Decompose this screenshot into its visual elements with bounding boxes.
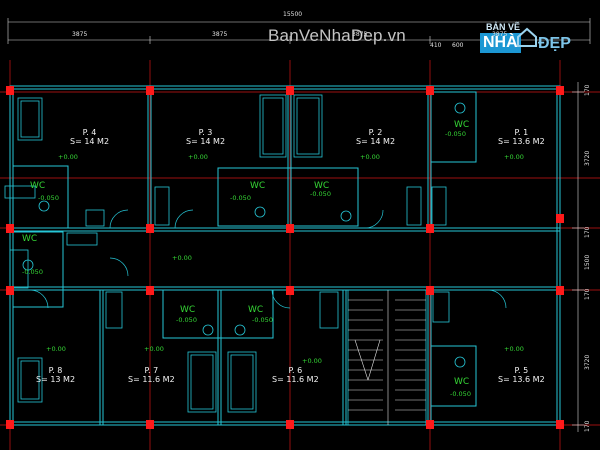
dim-top-a: 3875 — [72, 31, 88, 38]
house-icon — [517, 27, 537, 47]
room-p6: P. 6 S= 11.6 M2 — [272, 366, 319, 384]
room-p4: P. 4 S= 14 M2 — [70, 128, 109, 146]
dim-right-1: 170 — [584, 84, 591, 96]
wc-level-mark: -0.050 — [252, 316, 273, 324]
wc-level-mark: -0.050 — [38, 194, 59, 202]
level-mark: +0.00 — [360, 153, 380, 161]
room-p7: P. 7 S= 11.6 M2 — [128, 366, 175, 384]
logo-brand-text: NHÀ — [480, 33, 521, 53]
room-name: P. 1 — [514, 128, 529, 137]
level-mark: +0.00 — [504, 345, 524, 353]
dim-right-7: 170 — [584, 420, 591, 432]
room-name: P. 3 — [198, 128, 213, 137]
wc-label: WC — [250, 181, 266, 191]
wc-label: WC — [22, 234, 38, 244]
dim-top-f: 600 — [452, 42, 464, 49]
watermark-text: BanVeNhaDep.vn — [268, 26, 406, 45]
wc-label: WC — [454, 377, 470, 387]
furniture — [4, 94, 450, 426]
level-mark: +0.00 — [302, 357, 322, 365]
stair-treads — [348, 290, 426, 425]
room-area: S= 14 M2 — [356, 137, 396, 146]
room-name: P. 8 — [48, 366, 63, 375]
wc-level-mark: -0.050 — [450, 390, 471, 398]
level-mark: +0.00 — [58, 153, 78, 161]
room-area: S= 13.6 M2 — [498, 137, 545, 146]
room-name: P. 6 — [288, 366, 303, 375]
wc-level-mark: -0.050 — [230, 194, 251, 202]
logo-top-text: BẢN VẼ — [486, 22, 521, 32]
wc-label: WC — [454, 120, 470, 130]
wc-level-mark: -0.050 — [445, 130, 466, 138]
wc-level-mark: -0.050 — [22, 268, 43, 276]
room-area: S= 11.6 M2 — [128, 375, 175, 384]
wc-level-mark: -0.050 — [310, 190, 331, 198]
room-p1: P. 1 S= 13.6 M2 — [498, 128, 545, 146]
dim-overall: 15500 — [283, 11, 303, 18]
room-name: P. 7 — [144, 366, 159, 375]
level-mark: +0.00 — [144, 345, 164, 353]
logo-suffix-text: ĐẸP — [538, 35, 571, 52]
room-name: P. 2 — [368, 128, 383, 137]
wc-label: WC — [314, 181, 330, 191]
dim-right-3: 170 — [584, 226, 591, 238]
room-area: S= 14 M2 — [186, 137, 226, 146]
dim-top-e: 410 — [430, 42, 442, 49]
room-area: S= 14 M2 — [70, 137, 110, 146]
level-mark: +0.00 — [46, 345, 66, 353]
room-name: P. 5 — [514, 366, 529, 375]
room-p8: P. 8 S= 13 M2 — [36, 366, 75, 384]
dim-top-c: 3875 — [352, 31, 368, 38]
brand-logo: BẢN VẼ NHÀ ĐẸP — [478, 22, 586, 68]
door-swings — [29, 209, 507, 309]
columns — [6, 86, 564, 429]
wc-label: WC — [248, 305, 264, 315]
right-dimension-lines — [572, 82, 584, 432]
room-area: S= 11.6 M2 — [272, 375, 319, 384]
dim-top-b: 3875 — [212, 31, 228, 38]
dim-right-4: 1500 — [584, 254, 591, 270]
axis-gridlines — [0, 60, 600, 450]
wc-label: WC — [180, 305, 196, 315]
dim-right-6: 3720 — [584, 354, 591, 370]
wc-label: WC — [30, 181, 46, 191]
room-p2: P. 2 S= 14 M2 — [356, 128, 395, 146]
toilet-fixtures — [22, 102, 466, 368]
room-name: P. 4 — [82, 128, 97, 137]
room-area: S= 13.6 M2 — [498, 375, 545, 384]
level-mark: +0.00 — [504, 153, 524, 161]
dim-right-5: 170 — [584, 288, 591, 300]
dim-top-d: 3875 — [492, 31, 508, 38]
walls — [9, 85, 561, 426]
room-p5: P. 5 S= 13.6 M2 — [498, 366, 545, 384]
wc-level-mark: -0.050 — [176, 316, 197, 324]
level-mark: +0.00 — [172, 254, 192, 262]
room-area: S= 13 M2 — [36, 375, 76, 384]
level-mark: +0.00 — [188, 153, 208, 161]
room-p3: P. 3 S= 14 M2 — [186, 128, 225, 146]
dim-right-2: 3720 — [584, 150, 591, 166]
